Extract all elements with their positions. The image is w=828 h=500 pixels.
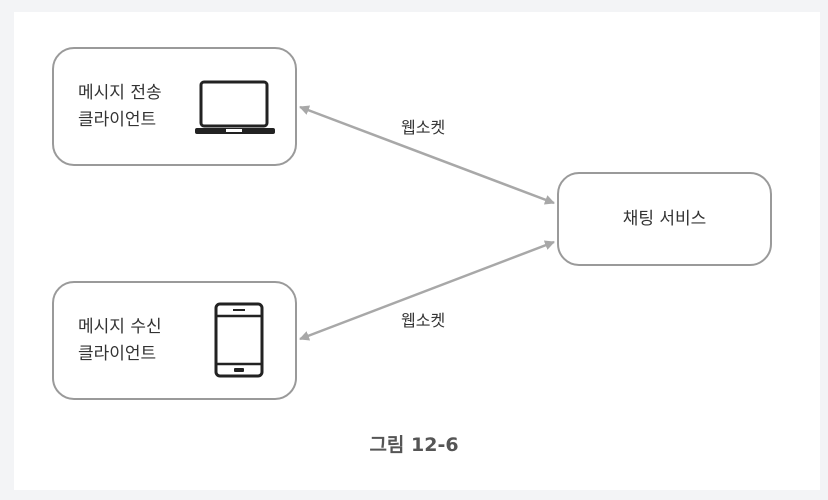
sender-client-label: 메시지 전송 클라이언트 xyxy=(78,80,162,134)
figure-caption: 그림 12-6 xyxy=(369,434,459,456)
receiver-client-label-line1: 메시지 수신 xyxy=(78,317,162,337)
chat-service-label: 채팅 서비스 xyxy=(622,209,707,229)
receiver-client-label: 메시지 수신 클라이언트 xyxy=(78,314,162,368)
websocket-label-top: 웹소켓 xyxy=(401,118,446,137)
receiver-client-box: 메시지 수신 클라이언트 xyxy=(52,281,297,400)
tablet-icon xyxy=(214,302,264,378)
chat-service-box: 채팅 서비스 xyxy=(557,172,772,266)
websocket-arrow-sender xyxy=(299,105,555,205)
websocket-arrow-receiver xyxy=(299,240,555,341)
websocket-label-bottom: 웹소켓 xyxy=(401,311,446,330)
receiver-client-label-line2: 클라이언트 xyxy=(78,344,157,364)
laptop-icon xyxy=(195,80,275,134)
sender-client-label-line1: 메시지 전송 xyxy=(78,83,162,103)
sender-client-box: 메시지 전송 클라이언트 xyxy=(52,47,297,166)
sender-client-label-line2: 클라이언트 xyxy=(78,110,157,130)
